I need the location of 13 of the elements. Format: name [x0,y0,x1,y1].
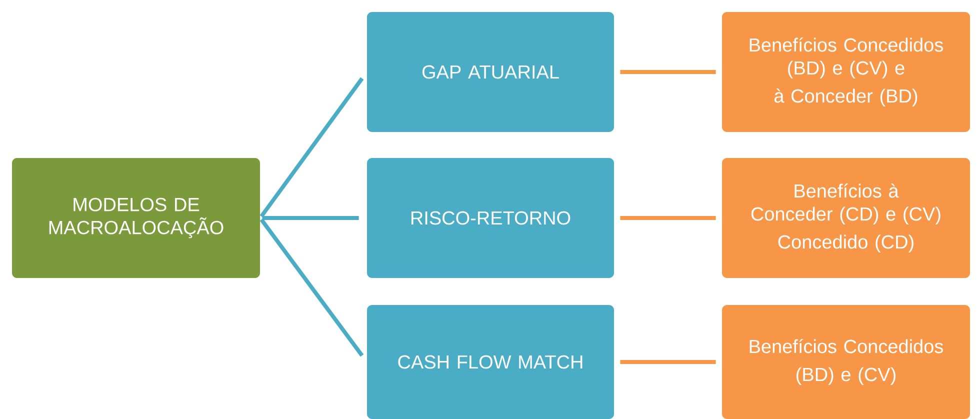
connector-line [262,216,359,220]
connector-line [260,218,364,357]
model-box: GAP ATUARIAL [367,12,614,132]
category-box: MODELOS DE MACROALOCAÇÃO [12,158,260,278]
connector-line [620,70,716,74]
connector-line [620,216,716,220]
connector-line [260,77,364,218]
benefit-box: Benefícios à Conceder (CD) e (CV) Concedido (CD) [722,158,970,278]
benefit-box: Benefícios Concedidos (BD) e (CV) e à Conceder (BD) [722,12,970,132]
benefit-box: Benefícios Concedidos (BD) e (CV) [722,304,970,419]
connector-line [620,360,716,364]
model-box: RISCO-RETORNO [367,158,614,278]
model-box: CASH FLOW MATCH [367,304,614,419]
